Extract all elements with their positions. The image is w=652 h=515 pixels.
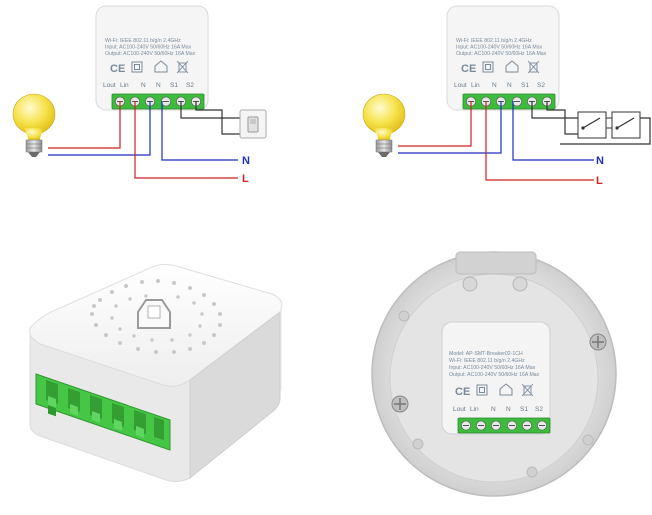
diagram-single-switch: Wi-Fi: IEEE 802.11 b/g/n 2.4GHz Input: A… [12, 5, 267, 185]
terminal-label-s2: S2 [186, 82, 194, 89]
terminal-label-lout: Lout [454, 82, 467, 89]
wire-lout-to-bulb [48, 101, 121, 149]
product-photo-cube [29, 263, 283, 483]
screw-mount [455, 251, 537, 292]
wire-lin-to-live [134, 101, 238, 179]
terminal-label-n1: N [491, 406, 496, 413]
terminal-label-s1: S1 [520, 406, 528, 413]
terminal-label-s2: S2 [537, 82, 545, 89]
terminal-label-lin: Lin [470, 406, 479, 413]
live-label: L [596, 175, 603, 187]
smart-module [441, 321, 551, 435]
terminal-label-lin: Lin [120, 82, 129, 89]
wire-n-to-neutral [161, 101, 238, 161]
live-label: L [242, 173, 249, 185]
terminal-label-lin: Lin [471, 82, 480, 89]
terminal-block [111, 93, 205, 110]
wire-s1-to-switch [180, 101, 240, 119]
two-way-switch-icon [577, 111, 641, 139]
spec-line-input: Input: AC100-240V 50/60Hz 16A Max [449, 365, 536, 371]
wire-s2-to-switch [546, 101, 578, 135]
light-bulb-icon [362, 93, 406, 158]
terminal-label-n2: N [506, 406, 511, 413]
neutral-label: N [242, 155, 250, 167]
reset-button-icon [137, 299, 171, 329]
wire-lin-to-live [485, 101, 594, 181]
wall-switch-icon [239, 109, 267, 139]
cube-side-face [189, 310, 281, 480]
spec-line-output: Output: AC100-240V 50/60Hz 16A Max [449, 372, 540, 378]
spec-line-input: Input: AC100-240V 50/60Hz 16A Max [456, 45, 543, 51]
smart-module [95, 5, 209, 111]
spec-line-wifi: Wi-Fi: IEEE 802.11 b/g/n 2.4GHz [449, 358, 525, 364]
screw-icon [589, 333, 607, 351]
wire-lout-to-bulb [398, 101, 472, 147]
terminal-block [35, 373, 171, 451]
wire-traveller [560, 117, 651, 145]
terminal-label-lout: Lout [103, 82, 116, 89]
wire-s1-to-switch [531, 101, 578, 119]
terminal-label-lout: Lout [453, 406, 466, 413]
wire-n-to-neutral [512, 101, 594, 161]
terminal-label-s2: S2 [535, 406, 543, 413]
wire-bulb-neutral [398, 101, 502, 154]
vent-hole-ring [90, 279, 222, 354]
product-photo-junction-box: Model: AP-SMT-Breaker02-1CH Wi-Fi: IEEE … [371, 251, 617, 497]
screw-icon [391, 395, 409, 413]
spec-line-output: Output: AC100-240V 50/60Hz 16A Max [105, 51, 196, 57]
terminal-block [457, 417, 551, 434]
wire-bulb-neutral [48, 101, 151, 156]
terminal-label-n1: N [141, 82, 146, 89]
terminal-label-n2: N [156, 82, 161, 89]
spec-line-wifi: Wi-Fi: IEEE 802.11 b/g/n 2.4GHz [456, 38, 532, 44]
neutral-label: N [596, 155, 604, 167]
terminal-block [462, 93, 556, 110]
terminal-label-s1: S1 [521, 82, 529, 89]
terminal-label-n1: N [492, 82, 497, 89]
spec-line-wifi: Wi-Fi: IEEE 802.11 b/g/n 2.4GHz [105, 38, 181, 44]
spec-line-output: Output: AC100-240V 50/60Hz 16A Max [456, 51, 547, 57]
terminal-label-n2: N [507, 82, 512, 89]
wire-s2-to-switch [195, 101, 240, 135]
diagram-two-way-switch: Wi-Fi: IEEE 802.11 b/g/n 2.4GHz Input: A… [362, 5, 651, 187]
smart-module [446, 5, 560, 111]
model-line: Model: AP-SMT-Breaker02-1CH [449, 351, 523, 357]
spec-line-input: Input: AC100-240V 50/60Hz 16A Max [105, 45, 192, 51]
terminal-label-s1: S1 [170, 82, 178, 89]
